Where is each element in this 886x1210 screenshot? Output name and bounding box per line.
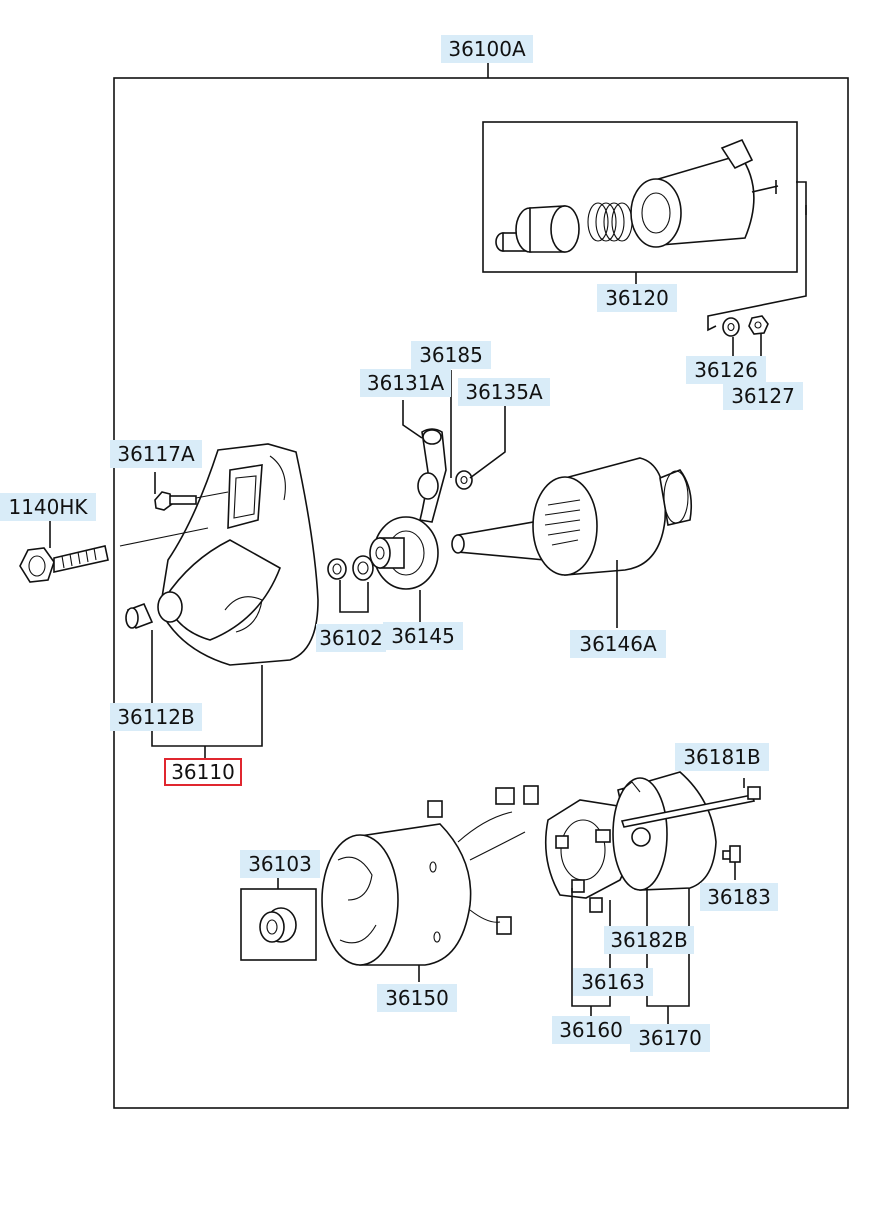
part-label-36160[interactable]: 36160	[552, 1016, 630, 1044]
assembly-frame	[113, 77, 849, 1109]
part-label-36112B[interactable]: 36112B	[110, 703, 202, 731]
part-label-36103[interactable]: 36103	[240, 850, 320, 878]
plunger	[495, 205, 580, 253]
armature	[451, 457, 693, 576]
nut	[748, 315, 769, 335]
overrunning-clutch	[369, 516, 439, 590]
part-label-36182B[interactable]: 36182B	[604, 926, 694, 954]
part-label-36170[interactable]: 36170	[630, 1024, 710, 1052]
yoke-assembly	[321, 785, 539, 966]
part-label-36185[interactable]: 36185	[411, 341, 491, 369]
flange-bolt-1140HK	[19, 545, 109, 583]
screw-36183	[722, 845, 741, 863]
part-label-36127[interactable]: 36127	[723, 382, 803, 410]
part-label-36100A[interactable]: 36100A	[441, 35, 533, 63]
front-housing	[157, 443, 319, 666]
dust-cover	[259, 907, 297, 943]
part-label-36117A[interactable]: 36117A	[110, 440, 202, 468]
bushing	[125, 602, 154, 630]
rear-frame	[612, 771, 717, 891]
part-label-36150[interactable]: 36150	[377, 984, 457, 1012]
part-label-1140HK[interactable]: 1140HK	[0, 493, 96, 521]
solenoid-body	[630, 138, 779, 248]
solenoid-frame	[482, 121, 798, 273]
lever-bolt	[455, 470, 473, 490]
part-label-36163[interactable]: 36163	[573, 968, 653, 996]
return-spring	[587, 202, 633, 242]
part-label-36135A[interactable]: 36135A	[458, 378, 550, 406]
through-bolt	[620, 786, 761, 828]
part-label-36146A[interactable]: 36146A	[570, 630, 666, 658]
part-label-36110-selected[interactable]: 36110	[164, 758, 242, 786]
part-label-36120[interactable]: 36120	[597, 284, 677, 312]
stop-rings	[327, 555, 374, 581]
drive-lever	[417, 428, 447, 523]
part-label-36102[interactable]: 36102	[316, 624, 386, 652]
part-label-36131A[interactable]: 36131A	[360, 369, 451, 397]
part-label-36181B[interactable]: 36181B	[675, 743, 769, 771]
housing-bolt-36117A	[154, 491, 197, 511]
part-label-36145[interactable]: 36145	[383, 622, 463, 650]
washer	[722, 317, 740, 337]
part-label-36183[interactable]: 36183	[700, 883, 778, 911]
part-label-36126[interactable]: 36126	[686, 356, 766, 384]
